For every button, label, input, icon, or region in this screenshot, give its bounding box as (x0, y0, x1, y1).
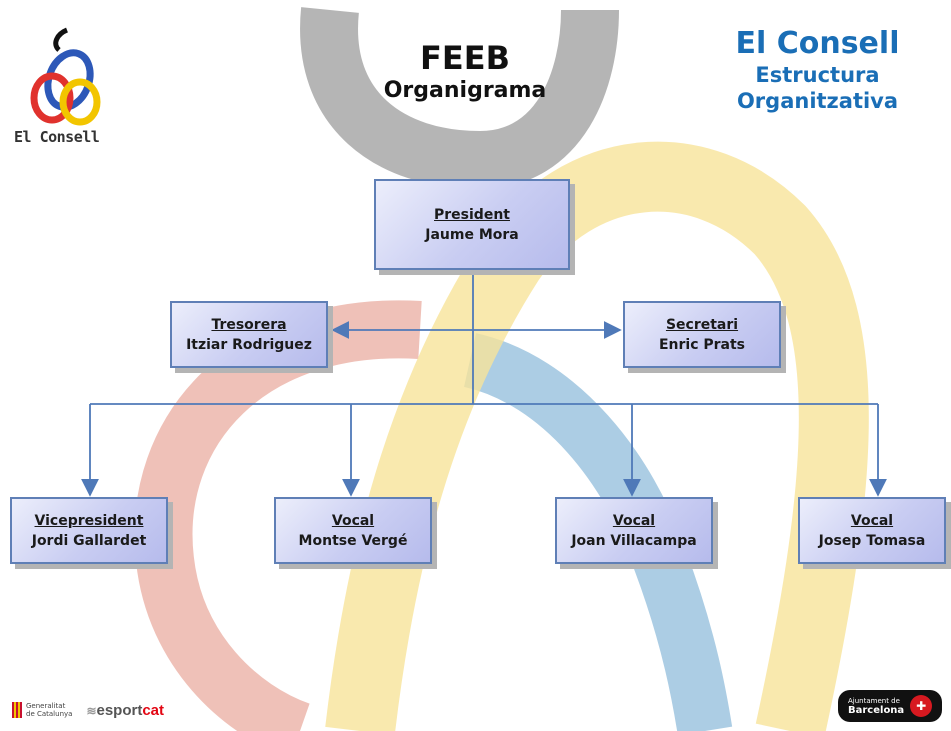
yellow-swirl (325, 141, 869, 731)
tresorera-box: Tresorera Itziar Rodriguez (170, 301, 328, 368)
generalitat-logo: Generalitat de Catalunya (12, 702, 72, 718)
gray-swirl (300, 7, 619, 190)
section-subtitle-2: Organitzativa (736, 89, 899, 113)
esportcat-logo: ≋esportcat (86, 702, 164, 719)
section-subtitle-1: Estructura (755, 63, 880, 87)
esportcat-text-2: cat (142, 701, 165, 719)
vocal-1-box: Vocal Montse Vergé (274, 497, 432, 564)
secretari-name: Enric Prats (658, 336, 746, 353)
vocal-3-box: Vocal Josep Tomasa (798, 497, 946, 564)
vicepresident-box: Vicepresident Jordi Gallardet (10, 497, 168, 564)
page-title-block: FEEB Organigrama (345, 40, 585, 106)
vocal-1-name: Montse Vergé (298, 532, 408, 549)
vocal-3-role: Vocal (850, 512, 894, 529)
catalonia-flag-icon (12, 702, 22, 718)
barcelona-crest-icon: ✚ (910, 695, 933, 717)
secretari-box: Secretari Enric Prats (623, 301, 781, 368)
president-box: President Jaume Mora (374, 179, 570, 270)
vicepresident-role: Vicepresident (34, 512, 144, 529)
page-title: FEEB (420, 39, 510, 77)
vocal-2-role: Vocal (612, 512, 656, 529)
vicepresident-name: Jordi Gallardet (31, 532, 147, 549)
president-name: Jaume Mora (425, 226, 519, 243)
tresorera-role: Tresorera (211, 316, 287, 333)
esport-wave-icon: ≋ (86, 703, 97, 718)
generalitat-line-1: Generalitat (26, 702, 66, 710)
vocal-3-name: Josep Tomasa (818, 532, 926, 549)
generalitat-line-2: de Catalunya (26, 710, 73, 718)
tresorera-name: Itziar Rodriguez (186, 336, 312, 353)
president-role: President (434, 206, 510, 223)
ajuntament-line-2: Barcelona (848, 705, 905, 716)
logo-text: El Consell (14, 128, 100, 146)
secretari-role: Secretari (665, 316, 739, 333)
el-consell-logo-icon (30, 27, 101, 126)
vocal-2-box: Vocal Joan Villacampa (555, 497, 713, 564)
vocal-1-role: Vocal (331, 512, 375, 529)
section-title-block: El Consell Estructura Organitzativa (690, 26, 945, 114)
page-subtitle: Organigrama (383, 78, 547, 103)
ajuntament-line-1: Ajuntament de (848, 697, 900, 705)
ajuntament-logo: Ajuntament de Barcelona ✚ (838, 690, 942, 722)
esportcat-text-1: esport (96, 701, 143, 719)
vocal-2-name: Joan Villacampa (571, 532, 697, 549)
section-title: El Consell (735, 26, 900, 61)
sponsor-logos: Generalitat de Catalunya ≋esportcat (12, 697, 164, 723)
